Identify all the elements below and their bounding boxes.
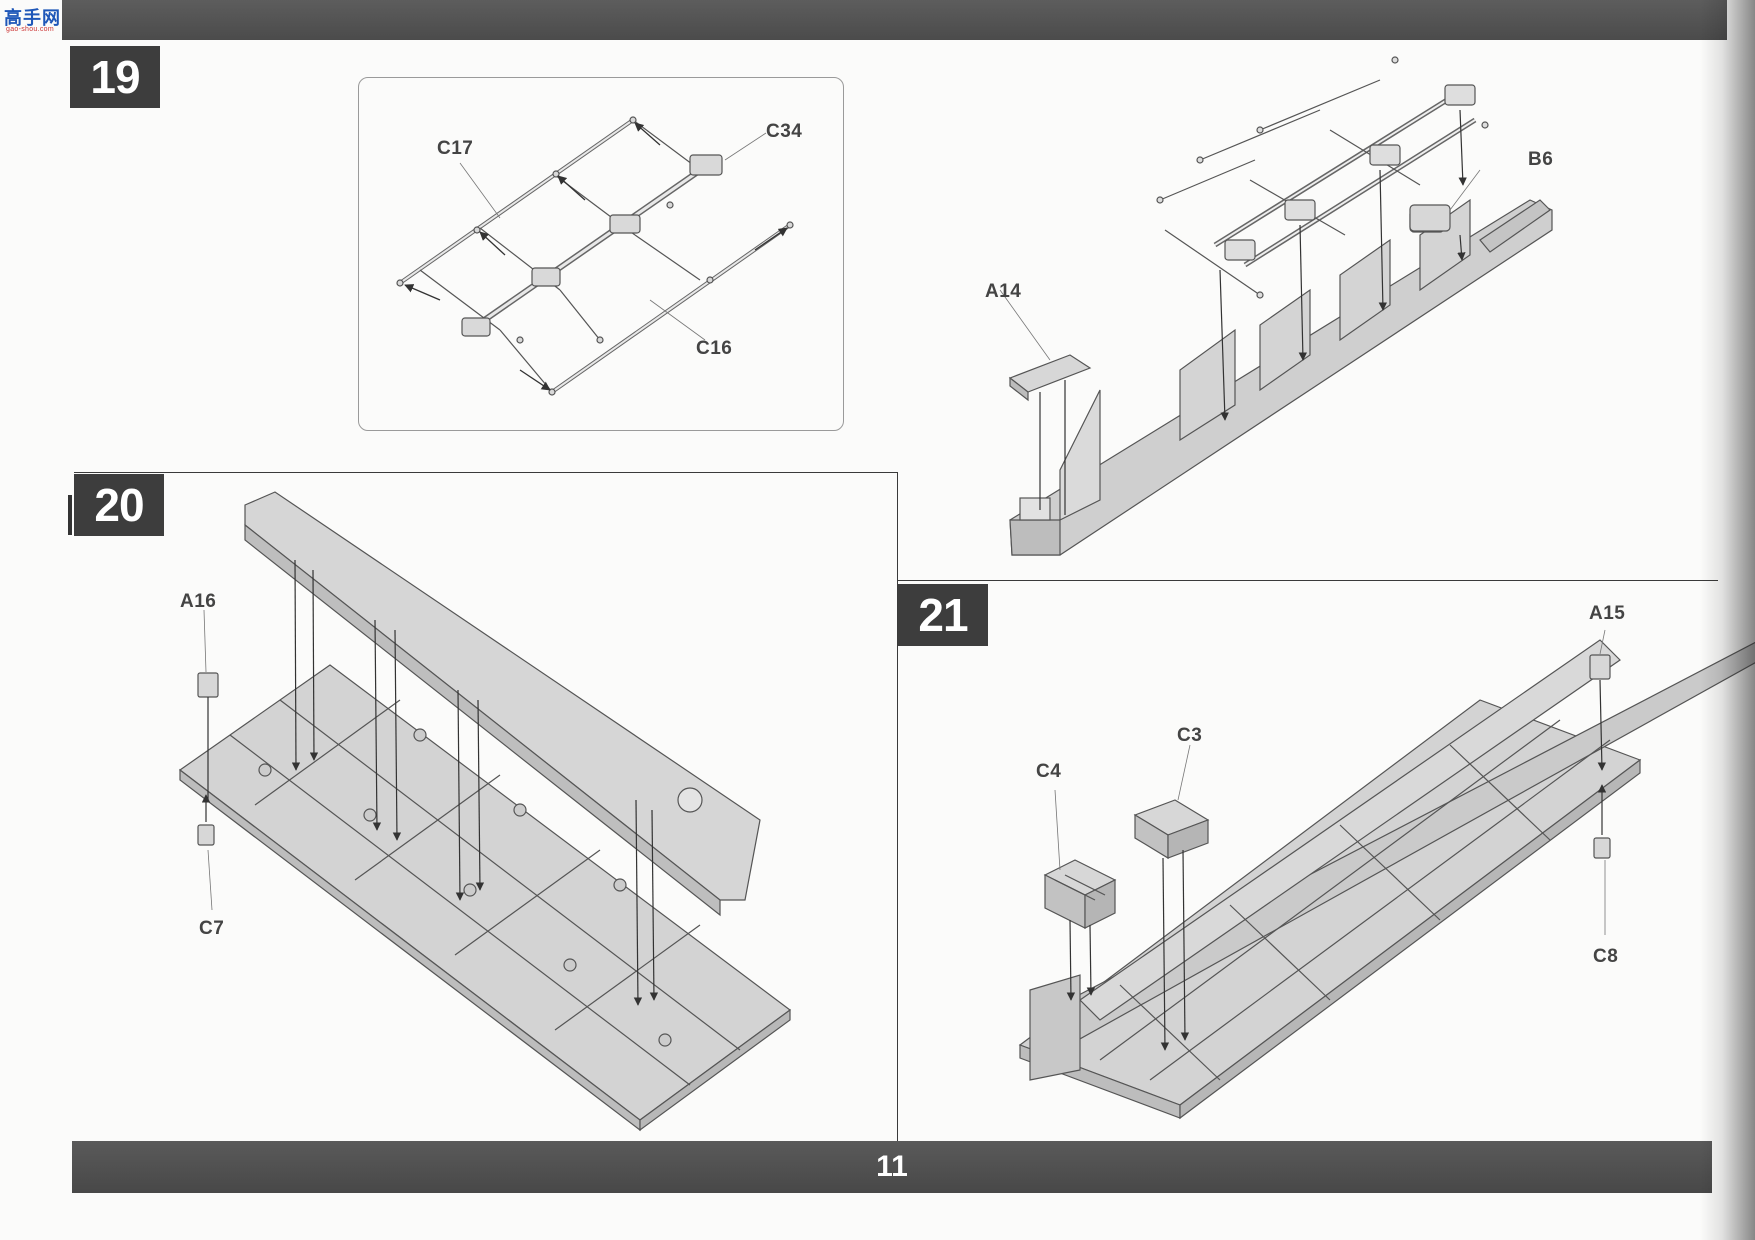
step-21-part-c4 (1043, 789, 1117, 1001)
label-c3: C3 (1177, 725, 1203, 746)
watermark-logo-text: 高手网 (4, 8, 61, 28)
step-21-part-c8 (1593, 784, 1611, 935)
step-21-part-c3 (1133, 744, 1210, 1051)
page-edge-mark (68, 495, 72, 535)
label-a14: A14 (985, 281, 1022, 302)
step-19-badge: 19 (70, 46, 160, 108)
step-19-arm-assembly (396, 116, 794, 396)
step-19-part-b6 (1409, 169, 1481, 232)
label-a16: A16 (180, 591, 217, 612)
step-20-part-a16 (197, 609, 219, 800)
label-a15: A15 (1589, 603, 1626, 624)
page-number: 11 (876, 1150, 908, 1183)
footer-bar: 11 (72, 1141, 1712, 1193)
step-21-chassis (1018, 639, 1755, 1120)
step-19-rail-assembly (1009, 198, 1553, 556)
step-19-inset-box (358, 77, 844, 431)
label-c8: C8 (1593, 946, 1619, 967)
header-bar (62, 0, 1727, 40)
step-19-part-a14 (999, 289, 1092, 515)
step-21-part-a15 (1589, 629, 1611, 771)
step-20-badge: 20 (74, 474, 164, 536)
step-20-chassis-floor (178, 664, 792, 1132)
step-21-badge: 21 (898, 584, 988, 646)
label-c17: C17 (437, 138, 474, 159)
watermark-logo: 高手网 gao-shou.com (4, 4, 70, 40)
watermark-sub-text: gao-shou.com (6, 26, 54, 33)
label-b6: B6 (1528, 149, 1554, 170)
binding-shadow (1700, 0, 1755, 1240)
label-c4: C4 (1036, 761, 1062, 782)
step-20-part-c7 (197, 794, 215, 911)
label-c34: C34 (766, 121, 803, 142)
step-21-frame (897, 580, 1718, 1145)
step-19-upper-arms (1156, 56, 1489, 299)
step-20-side-rail (244, 491, 761, 917)
label-c7: C7 (199, 918, 225, 939)
label-c16: C16 (696, 338, 733, 359)
